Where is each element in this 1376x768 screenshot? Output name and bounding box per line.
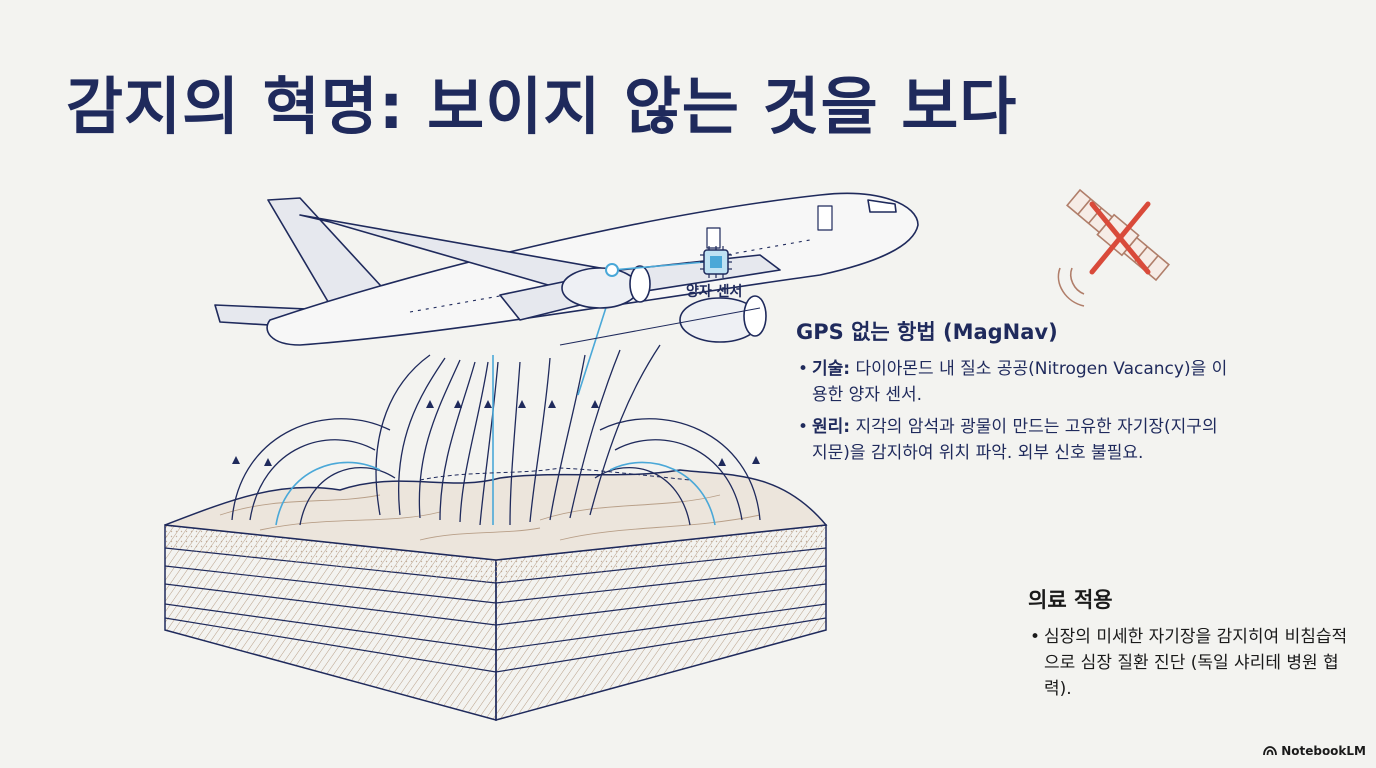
magnetic-field-lines-icon: [231, 269, 761, 526]
gps-heading: GPS 없는 항법 (MagNav): [796, 320, 1058, 344]
gps-bullet-label: 기술:: [812, 359, 851, 379]
quantum-sensor-label: 양자 센서: [686, 284, 743, 300]
gps-bullet-technology: 기술: 다이아몬드 내 질소 공공(Nitrogen Vacancy)을 이용한…: [796, 356, 1236, 408]
quantum-chip-icon: [605, 246, 732, 278]
medical-application-section: 의료 적용 심장의 미세한 자기장을 감지히여 비침습적으로 심장 질환 진단 …: [1028, 584, 1348, 708]
notebooklm-brand: NotebookLM: [1263, 744, 1366, 758]
earth-crust-block-icon: [164, 469, 828, 721]
gps-bullet-text: 지각의 암석과 광물이 만드는 고유한 자기장(지구의 지문)을 감지하여 위치…: [812, 417, 1218, 463]
gps-bullet-principle: 원리: 지각의 암석과 광물이 만드는 고유한 자기장(지구의 지문)을 감지하…: [796, 414, 1236, 466]
crossed-satellite-icon: [1057, 188, 1170, 307]
gps-bullet-text: 다이아몬드 내 질소 공공(Nitrogen Vacancy)을 이용한 양자 …: [812, 359, 1228, 405]
gps-free-navigation-section: GPS 없는 항법 (MagNav) 기술: 다이아몬드 내 질소 공공(Nit…: [796, 316, 1236, 472]
page-title: 감지의 혁명: 보이지 않는 것을 보다: [66, 70, 1018, 143]
medical-bullet: 심장의 미세한 자기장을 감지히여 비침습적으로 심장 질환 진단 (독일 샤리…: [1028, 624, 1348, 702]
brand-label: NotebookLM: [1281, 744, 1366, 758]
notebooklm-logo-icon: [1263, 746, 1278, 756]
gps-bullet-label: 원리:: [812, 417, 851, 437]
medical-heading: 의료 적용: [1028, 588, 1113, 612]
